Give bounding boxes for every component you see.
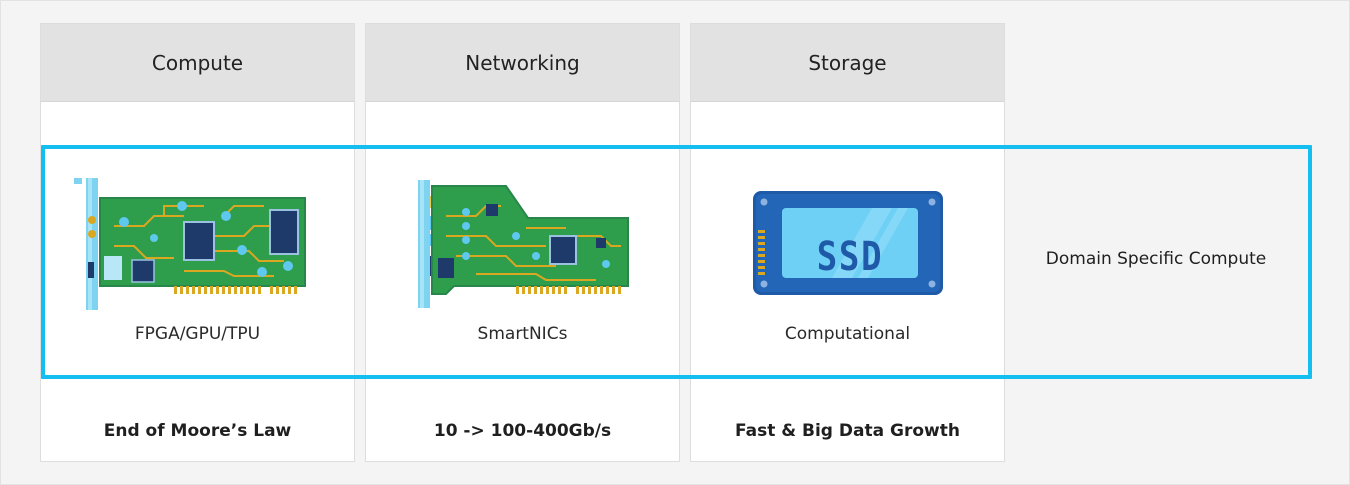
compute-column: Compute xyxy=(40,23,355,462)
networking-caption: SmartNICs xyxy=(477,324,568,344)
ssd-icon: SSD xyxy=(691,176,1004,316)
compute-header: Compute xyxy=(41,24,354,102)
networking-column: Networking xyxy=(365,23,680,462)
fpga-card-icon xyxy=(41,176,354,316)
storage-caption: Computational xyxy=(784,324,911,344)
storage-header: Storage xyxy=(691,24,1004,102)
compute-footer: End of Moore’s Law xyxy=(103,421,292,441)
compute-caption: FPGA/GPU/TPU xyxy=(134,324,261,344)
networking-header: Networking xyxy=(366,24,679,102)
storage-footer: Fast & Big Data Growth xyxy=(735,421,960,441)
smartnic-card-icon xyxy=(366,176,679,316)
domain-specific-compute-label: Domain Specific Compute xyxy=(1045,249,1267,269)
ssd-label: SSD xyxy=(816,234,884,280)
storage-column: Storage SSD Computational Fast & Big Dat… xyxy=(690,23,1005,462)
networking-footer: 10 -> 100-400Gb/s xyxy=(433,421,612,441)
